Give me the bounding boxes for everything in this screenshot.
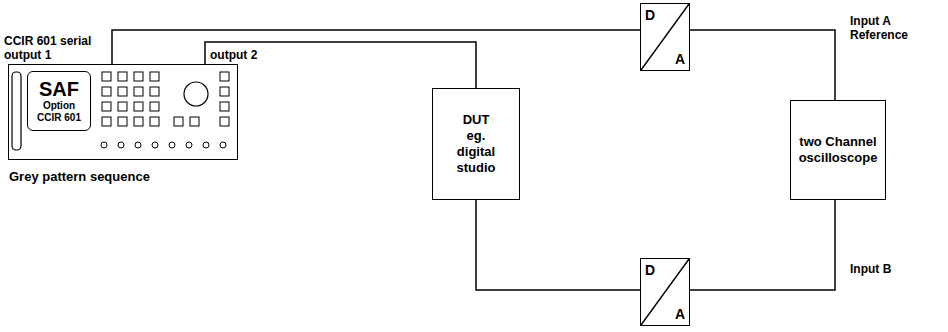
dut-title: DUT bbox=[463, 112, 490, 128]
dut-description: eg. digital studio bbox=[447, 128, 505, 176]
converter-box: DA bbox=[640, 3, 690, 71]
signal-wire bbox=[476, 200, 640, 290]
output-label: CCIR 601 serial output 1 bbox=[4, 34, 104, 62]
input-label: Input B bbox=[850, 262, 940, 276]
dut-box: DUTeg. digital studio bbox=[432, 88, 520, 200]
signal-wire bbox=[690, 200, 835, 290]
device-caption: Grey pattern sequence bbox=[9, 169, 150, 184]
signal-wire bbox=[112, 30, 640, 64]
wire-line bbox=[690, 30, 835, 100]
converter-output-letter: A bbox=[675, 51, 685, 67]
input-label: Input A Reference bbox=[850, 14, 940, 42]
converter-input-letter: D bbox=[645, 7, 655, 23]
wire-line bbox=[112, 30, 640, 64]
converter-box: DA bbox=[640, 258, 690, 326]
option-text: Option CCIR 601 bbox=[33, 100, 85, 124]
brand-name: SAF bbox=[39, 78, 79, 100]
converter-output-letter: A bbox=[675, 306, 685, 322]
instrument-name: two Channel oscilloscope bbox=[797, 134, 879, 166]
converter-input-letter: D bbox=[645, 262, 655, 278]
generator-box: Grey pattern sequenceSAFOption CCIR 601 bbox=[8, 64, 238, 160]
wire-line bbox=[690, 200, 835, 290]
generator-display: SAFOption CCIR 601 bbox=[27, 71, 91, 131]
oscilloscope-box: two Channel oscilloscope bbox=[790, 100, 886, 200]
signal-wire bbox=[690, 30, 835, 100]
panel-slot bbox=[12, 72, 21, 150]
button-grid bbox=[102, 72, 229, 126]
signal-wire bbox=[205, 42, 476, 88]
control-knob bbox=[184, 82, 208, 106]
wire-line bbox=[476, 200, 640, 290]
wire-line bbox=[205, 42, 476, 88]
connector-row bbox=[101, 142, 226, 148]
output-label: output 2 bbox=[210, 48, 280, 62]
